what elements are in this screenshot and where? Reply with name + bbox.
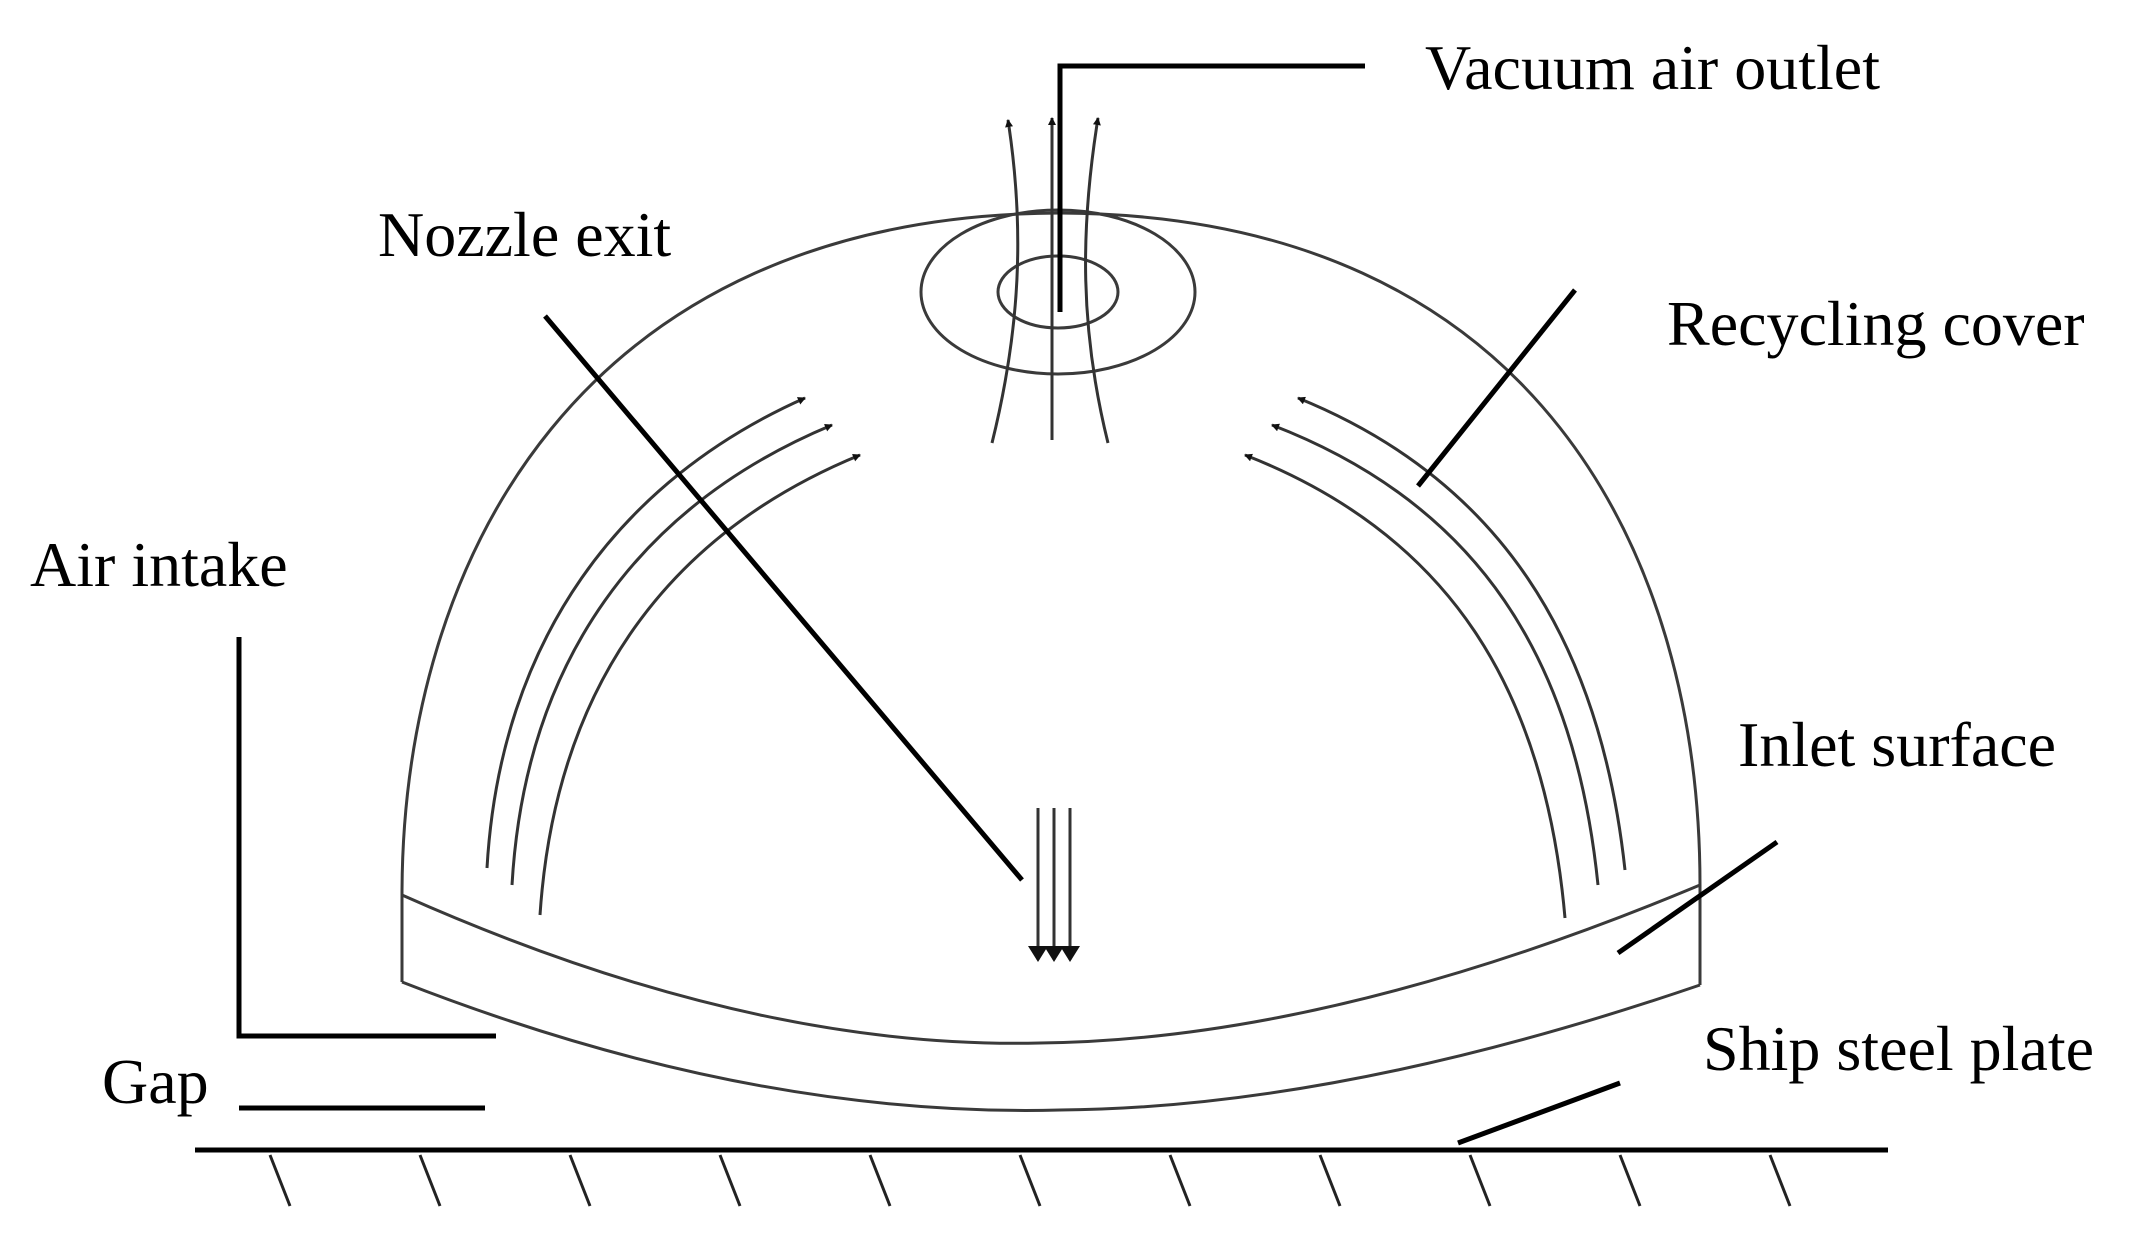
- right-flow-arrow-2: [1271, 423, 1600, 886]
- ship-steel-plate-label: Ship steel plate: [1703, 1013, 2094, 1084]
- inlet-surface-leader: [1616, 839, 1779, 956]
- inlet-surface-lower-curve: [401, 980, 1701, 1112]
- gap-label: Gap: [102, 1046, 209, 1117]
- right-flow-arrow-3: [1244, 453, 1567, 919]
- right-flow-arrow-1: [1297, 396, 1627, 871]
- left-flow-arrow-3: [538, 453, 861, 916]
- left-flow-arrow-1: [485, 396, 806, 869]
- recycling-cover-label: Recycling cover: [1667, 288, 2085, 359]
- air-intake-label: Air intake: [30, 529, 288, 600]
- ship-steel-plate-leader: [1457, 1080, 1621, 1146]
- left-flow-arrow-2: [510, 423, 833, 886]
- inlet-surface-upper-curve: [401, 883, 1701, 1045]
- outlet-flow-right: [1084, 117, 1110, 444]
- outlet-flow-left: [990, 119, 1020, 444]
- ship-steel-plate-hatching: [268, 1154, 1792, 1207]
- nozzle-exit-label: Nozzle exit: [378, 199, 671, 270]
- vacuum-air-outlet-leader: [1057, 63, 1365, 312]
- nozzle-exit-leader: [543, 314, 1024, 882]
- inlet-surface-label: Inlet surface: [1738, 709, 2056, 780]
- air-intake-leader: [236, 637, 496, 1039]
- vacuum-air-outlet-label: Vacuum air outlet: [1425, 32, 1880, 103]
- recycling-cover-leader: [1416, 288, 1577, 488]
